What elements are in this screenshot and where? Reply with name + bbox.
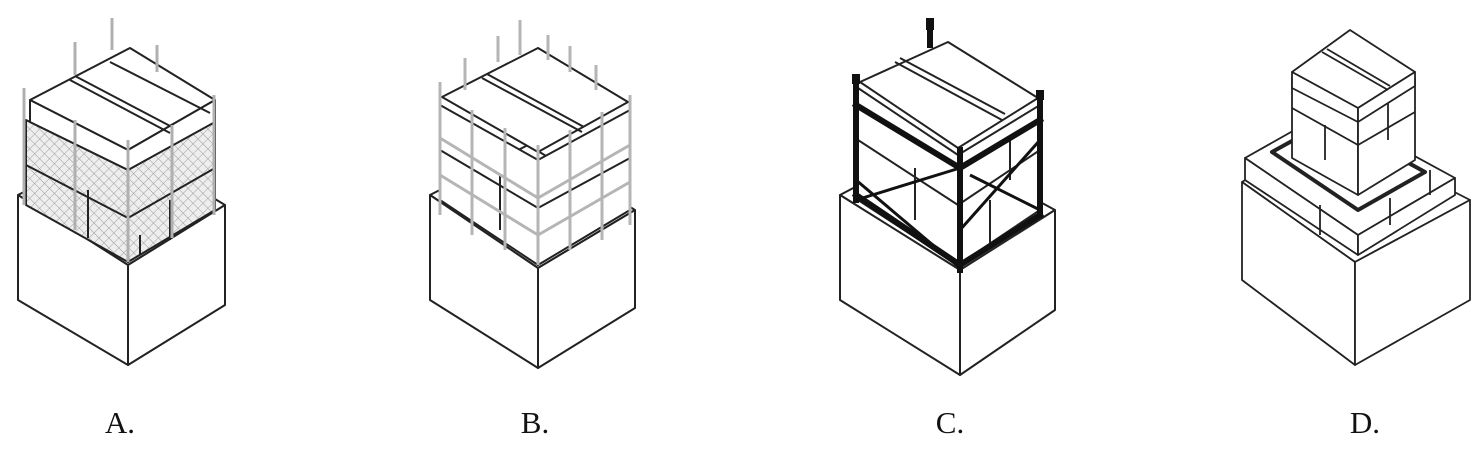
option-d-illustration bbox=[1241, 29, 1471, 366]
option-c-label: C. bbox=[935, 405, 965, 440]
option-b-label: B. bbox=[520, 405, 550, 440]
option-c-illustration bbox=[839, 18, 1056, 376]
option-b-panel: B. bbox=[410, 0, 770, 457]
option-a-panel: A. bbox=[0, 0, 360, 457]
option-a-illustration bbox=[17, 18, 226, 366]
option-a-label: A. bbox=[104, 405, 136, 440]
option-b-illustration bbox=[429, 20, 636, 369]
option-c-panel: C. bbox=[820, 0, 1180, 457]
option-d-label: D. bbox=[1349, 405, 1381, 440]
option-d-panel: D. bbox=[1230, 0, 1483, 457]
